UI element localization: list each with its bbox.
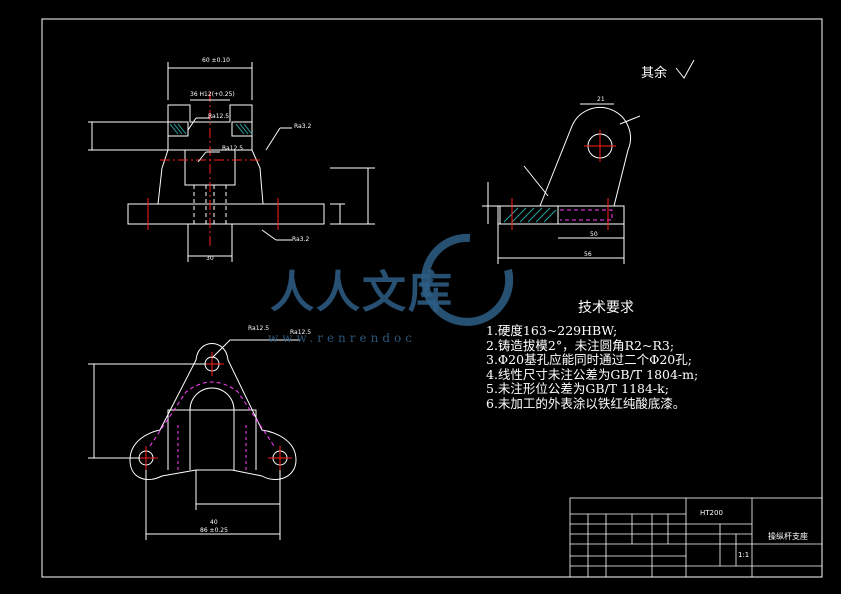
svg-text:Ra12.5: Ra12.5 [208, 113, 229, 120]
title-block [569, 497, 823, 578]
svg-text:56: 56 [584, 251, 592, 258]
front-view [88, 62, 375, 262]
watermark-text: 人人文库 [270, 267, 454, 318]
dimension-marks: 60 ±0.10 36 H12(+0.25) Ra12.5 Ra12.5 Ra3… [190, 57, 605, 534]
sheet-border [41, 18, 823, 578]
roughness-symbol [675, 59, 695, 79]
requirement-item: 3.Φ20基孔应能同时通过二个Φ20孔; [486, 352, 692, 367]
roughness-note: 其余 [641, 66, 668, 81]
watermark-logo [421, 233, 514, 326]
svg-text:36 H12(+0.25): 36 H12(+0.25) [190, 91, 235, 98]
technical-requirements-list: 1.硬度163~229HBW; 2.铸造拔模2°，未注圆角R2~R3; 3.Φ2… [486, 323, 699, 411]
svg-text:Ra3.2: Ra3.2 [294, 123, 311, 130]
svg-text:Ra12.5: Ra12.5 [222, 145, 243, 152]
title-block-part-name: 操纵杆支座 [768, 532, 808, 541]
svg-text:Ra3.2: Ra3.2 [292, 236, 309, 243]
svg-text:86 ±0.25: 86 ±0.25 [200, 527, 228, 534]
top-view [88, 339, 300, 540]
requirement-item: 4.线性尺寸未注公差为GB/T 1804-m; [486, 366, 699, 382]
svg-text:40: 40 [210, 519, 218, 526]
svg-text:60 ±0.10: 60 ±0.10 [202, 57, 230, 64]
svg-text:30: 30 [206, 255, 214, 262]
svg-text:50: 50 [590, 231, 598, 238]
watermark-url: www.renrendoc [268, 331, 416, 345]
requirement-item: 1.硬度163~229HBW; [486, 323, 618, 338]
side-view [482, 103, 641, 264]
requirement-item: 5.未注形位公差为GB/T 1184-k; [486, 381, 669, 396]
technical-requirements-title: 技术要求 [578, 300, 634, 316]
title-block-material: HT200 [700, 509, 723, 517]
svg-text:Ra12.5: Ra12.5 [290, 329, 311, 336]
svg-text:21: 21 [597, 96, 605, 103]
svg-text:Ra12.5: Ra12.5 [248, 325, 269, 332]
requirement-item: 6.未加工的外表涂以铁红纯酸底漆。 [486, 395, 686, 411]
requirement-item: 2.铸造拔模2°，未注圆角R2~R3; [486, 337, 675, 353]
title-block-scale: 1:1 [738, 551, 750, 559]
